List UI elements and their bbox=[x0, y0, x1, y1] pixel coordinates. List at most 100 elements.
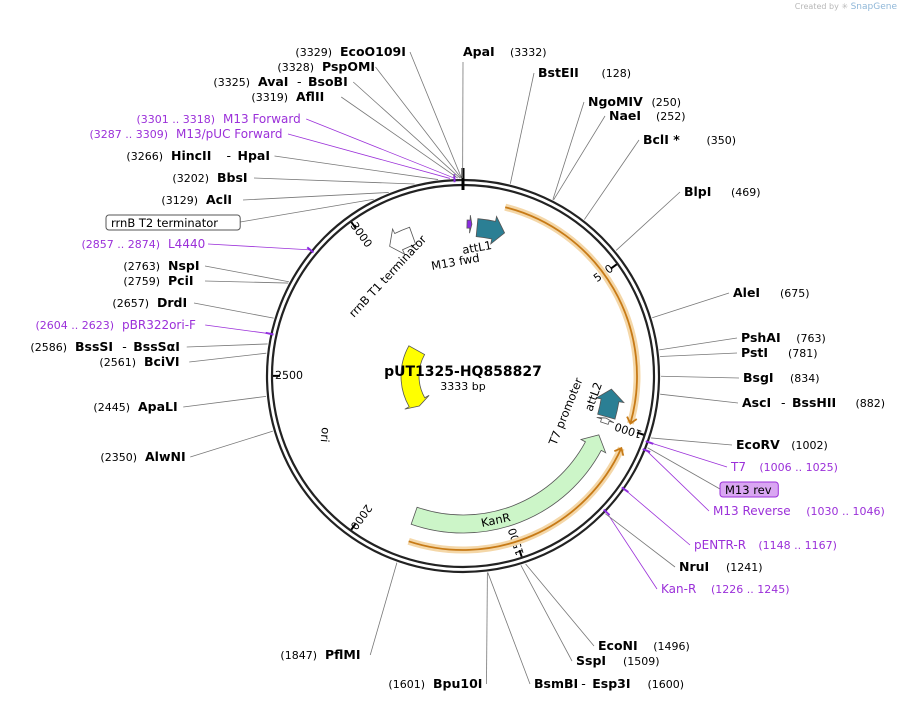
primer-site-mark bbox=[306, 246, 315, 254]
site-name: ApaI bbox=[463, 44, 495, 59]
feature-label-attl1: attL1 bbox=[461, 238, 493, 257]
site-label-kan-r[interactable]: Kan-R (1226 .. 1245) bbox=[661, 582, 790, 596]
site-label-m13-forward[interactable]: (3301 .. 3318)M13 Forward bbox=[136, 112, 300, 126]
site-leader-line bbox=[646, 450, 710, 512]
site-label-avai[interactable]: (3325)AvaI-BsoBI bbox=[213, 74, 347, 89]
site-label-pbr322ori-f[interactable]: (2604 .. 2623) pBR322ori-F bbox=[35, 318, 196, 332]
site-label-alei[interactable]: AleI(675) bbox=[733, 285, 810, 300]
feature-kanr[interactable] bbox=[410, 434, 607, 534]
site-label-sspi[interactable]: SspI(1509) bbox=[576, 653, 660, 668]
site-leader-line bbox=[553, 115, 606, 201]
site-name: AvaI bbox=[258, 74, 288, 89]
site-name: BlpI bbox=[684, 184, 711, 199]
plasmid-name: pUT1325-HQ858827 bbox=[384, 364, 542, 380]
site-name: EcoO109I bbox=[340, 44, 406, 59]
site-name-alt: BsoBI bbox=[308, 74, 348, 89]
site-label-t7[interactable]: T7(1006 .. 1025) bbox=[730, 460, 838, 474]
scale-tick bbox=[518, 549, 523, 558]
site-label-m13-puc-forward[interactable]: (3287 .. 3309)M13/pUC Forward bbox=[89, 127, 282, 141]
site-label-bsteii[interactable]: BstEII(128) bbox=[538, 65, 631, 80]
site-name: PstI bbox=[741, 345, 768, 360]
site-label-bpu10i[interactable]: (1601) Bpu10I bbox=[388, 676, 482, 691]
site-name-separator: - bbox=[122, 339, 127, 354]
site-leader-line bbox=[369, 562, 398, 656]
site-label-pflmi[interactable]: (1847)PflMI bbox=[280, 647, 360, 662]
site-position: (1030 .. 1046) bbox=[806, 505, 885, 518]
site-label-blpi[interactable]: BlpI(469) bbox=[684, 184, 761, 199]
site-label-aflii[interactable]: (3319)AflII bbox=[251, 89, 324, 104]
site-label-naei[interactable]: NaeI(252) bbox=[609, 108, 686, 123]
site-name: ApaLI bbox=[138, 399, 178, 414]
snapgene-credit: Created by ✳ SnapGene bbox=[795, 2, 897, 12]
site-label-bcli-[interactable]: BclI *(350) bbox=[643, 132, 736, 147]
site-label-bbsi[interactable]: (3202)BbsI bbox=[172, 170, 247, 185]
site-name: rrnB T2 terminator bbox=[111, 216, 218, 230]
site-label-ngomiv[interactable]: NgoMIV(250) bbox=[588, 94, 681, 109]
feature-label-ori: ori bbox=[318, 427, 333, 443]
site-label-alwni[interactable]: (2350)AlwNI bbox=[100, 449, 185, 464]
site-label-psti[interactable]: PstI(781) bbox=[741, 345, 818, 360]
feature-attl1[interactable] bbox=[475, 215, 506, 245]
site-label-bsmbi[interactable]: BsmBI-Esp3I(1600) bbox=[534, 676, 684, 691]
credit-prefix: Created by bbox=[794, 2, 839, 11]
site-name: HincII bbox=[171, 148, 211, 163]
site-label-ecorv[interactable]: EcoRV(1002) bbox=[736, 437, 828, 452]
site-position: (252) bbox=[656, 110, 686, 123]
site-label-pcii[interactable]: (2759)PciI bbox=[123, 273, 193, 288]
site-position: (2604 .. 2623) bbox=[35, 319, 114, 332]
site-name: Bpu10I bbox=[433, 676, 482, 691]
site-label-asci[interactable]: AscI-BssHII(882) bbox=[742, 395, 885, 410]
feature-label-rrnb-t1-terminator: rrnB T1 terminator bbox=[346, 232, 429, 320]
site-name: BbsI bbox=[217, 170, 248, 185]
site-label-hincii[interactable]: (3266)HincII-HpaI bbox=[126, 148, 270, 163]
site-position: (1226 .. 1245) bbox=[711, 583, 790, 596]
site-label-acli[interactable]: (3129)AclI bbox=[161, 192, 232, 207]
site-label-bsgi[interactable]: BsgI(834) bbox=[743, 370, 820, 385]
site-label-ecoo109i[interactable]: (3329)EcoO109I bbox=[295, 44, 405, 59]
site-label-pentr-r[interactable]: pENTR-R(1148 .. 1167) bbox=[694, 538, 837, 552]
site-name: pBR322ori-F bbox=[122, 318, 196, 332]
feature-attl2[interactable] bbox=[595, 388, 625, 420]
site-label-m13-rev[interactable]: M13 rev bbox=[719, 481, 779, 498]
site-label-rrnb-t2-terminator[interactable]: rrnB T2 terminator bbox=[105, 214, 241, 231]
site-leader-line bbox=[183, 396, 267, 408]
site-labels: (3329)EcoO109I(3328)PspOMI(3325)AvaI-Bso… bbox=[30, 44, 885, 691]
site-label-pshai[interactable]: PshAI(763) bbox=[741, 330, 826, 345]
site-label-l4440[interactable]: (2857 .. 2874)L4440 bbox=[81, 237, 205, 251]
site-position: (3287 .. 3309) bbox=[89, 128, 168, 141]
site-name-separator: - bbox=[581, 676, 586, 691]
feature-m13-fwd[interactable] bbox=[466, 215, 473, 234]
site-position: (1148 .. 1167) bbox=[758, 539, 837, 552]
site-label-m13-reverse[interactable]: M13 Reverse(1030 .. 1046) bbox=[713, 504, 885, 518]
site-name: NruI bbox=[679, 559, 709, 574]
site-label-apai[interactable]: ApaI(3332) bbox=[463, 44, 547, 59]
feature-label-t7-promoter: T7 promoter bbox=[545, 375, 585, 448]
site-label-apali[interactable]: (2445)ApaLI bbox=[93, 399, 177, 414]
orf-arc bbox=[408, 447, 623, 551]
site-position: (1600) bbox=[648, 678, 685, 691]
scale-tick bbox=[350, 221, 357, 229]
scale-tick-label: 3000 bbox=[348, 220, 375, 250]
site-leader-line bbox=[487, 572, 531, 685]
site-name-separator: - bbox=[781, 395, 786, 410]
site-label-bsssi[interactable]: (2586)BssSI-BssSαI bbox=[30, 339, 179, 354]
site-label-nspi[interactable]: (2763)NspI bbox=[123, 258, 199, 273]
feature-rrnb-t1-terminator[interactable] bbox=[389, 226, 417, 256]
site-name: DrdI bbox=[157, 295, 187, 310]
site-label-bcivi[interactable]: (2561)BciVI bbox=[99, 354, 179, 369]
site-leader-line bbox=[207, 243, 311, 251]
feature-ori[interactable] bbox=[400, 345, 430, 410]
site-name-alt: BssHII bbox=[792, 395, 836, 410]
site-label-drdi[interactable]: (2657)DrdI bbox=[112, 295, 187, 310]
site-label-econi[interactable]: EcoNI(1496) bbox=[598, 638, 690, 653]
site-label-pspomi[interactable]: (3328)PspOMI bbox=[277, 59, 375, 74]
site-name-separator: - bbox=[227, 148, 232, 163]
site-label-nrui[interactable]: NruI(1241) bbox=[679, 559, 763, 574]
site-leader-line bbox=[253, 177, 415, 185]
site-position: (128) bbox=[602, 67, 632, 80]
site-position: (1601) bbox=[388, 678, 425, 691]
feature-t7-promoter[interactable] bbox=[596, 417, 615, 425]
credit-brand: SnapGene bbox=[850, 2, 897, 12]
site-name: Kan-R bbox=[661, 582, 696, 596]
